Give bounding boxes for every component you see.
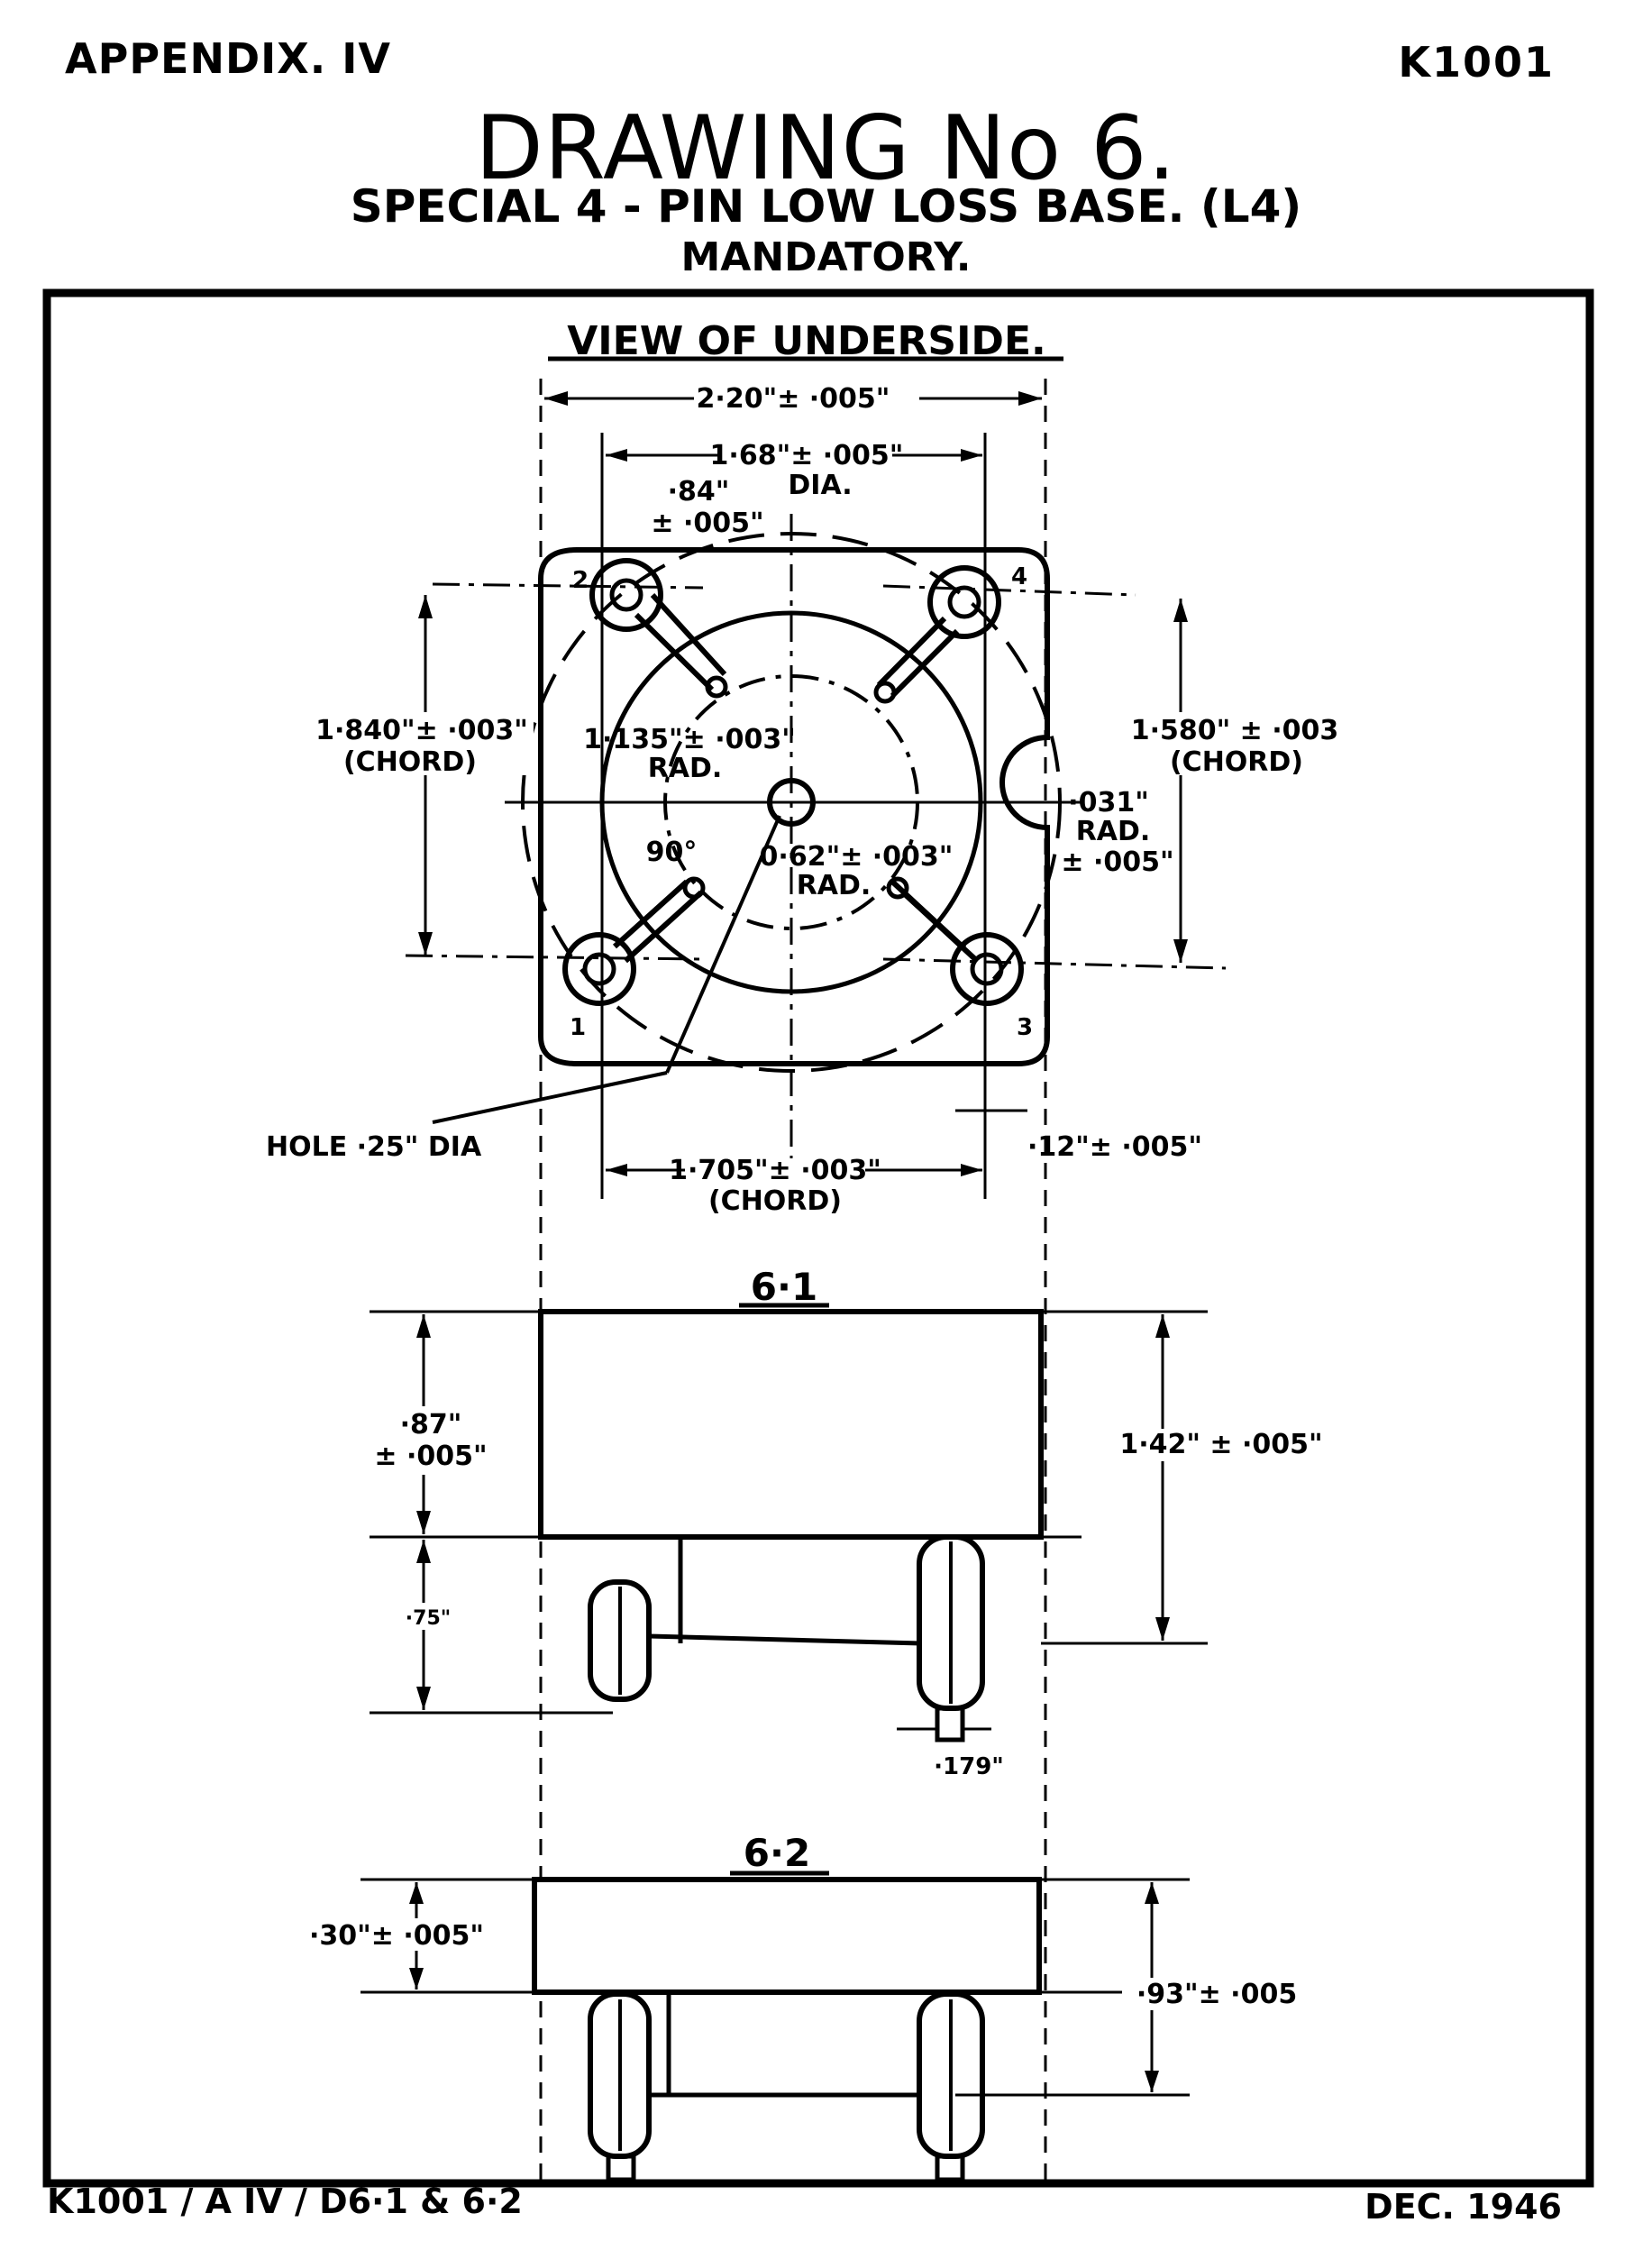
notch-rad-dim: ·031"	[1068, 787, 1149, 819]
left-chord-label: (CHORD)	[343, 746, 477, 778]
pin-length-dim: ·75"	[406, 1607, 451, 1630]
total-height-dim-6-1: 1·42" ± ·005"	[1119, 1429, 1322, 1460]
pin-circle-dia-dim: 1·68"± ·005"	[710, 440, 904, 471]
base-height-tol: ± ·005"	[374, 1441, 487, 1472]
pin-label-4: 4	[1011, 563, 1027, 590]
left-chord-dim: 1·840"± ·003"	[315, 715, 528, 746]
view-label-6-1: 6·1	[751, 1265, 817, 1309]
right-chord-dim: 1·580" ± ·003	[1131, 715, 1339, 746]
drawing-title: DRAWING No 6.	[475, 97, 1177, 200]
pin-offset-tol: ± ·005"	[651, 508, 763, 539]
small-rad-label: RAD.	[797, 870, 872, 901]
pin-label-1: 1	[570, 1014, 586, 1041]
side-view-6-1	[370, 1303, 1208, 1742]
total-height-dim-6-2: ·93"± ·005	[1136, 1979, 1297, 2010]
notch-rad-label: RAD.	[1076, 816, 1151, 847]
notch-rad-tol: ± ·005"	[1061, 846, 1173, 878]
right-chord-label: (CHORD)	[1170, 746, 1303, 778]
drawing-date: DEC. 1946	[1364, 2187, 1562, 2227]
pin-label-2: 2	[572, 567, 589, 594]
bottom-chord-label: (CHORD)	[708, 1185, 842, 1217]
appendix-label: APPENDIX. IV	[65, 34, 391, 83]
inner-rad-dim: 1·135"± ·003"	[583, 724, 796, 755]
inner-rad-label: RAD.	[648, 753, 723, 784]
bottom-chord-dim: 1·705"± ·003"	[669, 1155, 881, 1186]
pin-label-3: 3	[1017, 1014, 1033, 1041]
pin-width-dim: ·179"	[934, 1753, 1004, 1780]
drawing-frame	[42, 288, 1594, 2188]
pin-offset-dim: ·84"	[668, 476, 730, 508]
underside-heading: VIEW OF UNDERSIDE.	[567, 318, 1045, 364]
document-number: K1001	[1398, 38, 1555, 87]
pin-circle-dia-label: DIA.	[788, 470, 852, 501]
overall-width-dim: 2·20"± ·005"	[697, 383, 890, 415]
drawing-reference: K1001 / A IV / D6·1 & 6·2	[47, 2182, 523, 2221]
hole-dim: HOLE ·25" DIA	[266, 1131, 482, 1163]
side-view-6-2	[361, 1871, 1190, 2182]
small-rad-dim: 0·62"± ·003"	[760, 841, 954, 873]
base-height-dim-6-2: ·30"± ·005"	[309, 1920, 484, 1952]
angle-label: 90°	[646, 837, 698, 868]
mandatory-label: MANDATORY.	[680, 234, 972, 280]
edge-offset-dim: ·12"± ·005"	[1027, 1131, 1202, 1163]
view-label-6-2: 6·2	[744, 1831, 810, 1875]
base-height-dim: ·87"	[400, 1409, 462, 1441]
drawing-subtitle: SPECIAL 4 - PIN LOW LOSS BASE. (L4)	[350, 180, 1302, 233]
